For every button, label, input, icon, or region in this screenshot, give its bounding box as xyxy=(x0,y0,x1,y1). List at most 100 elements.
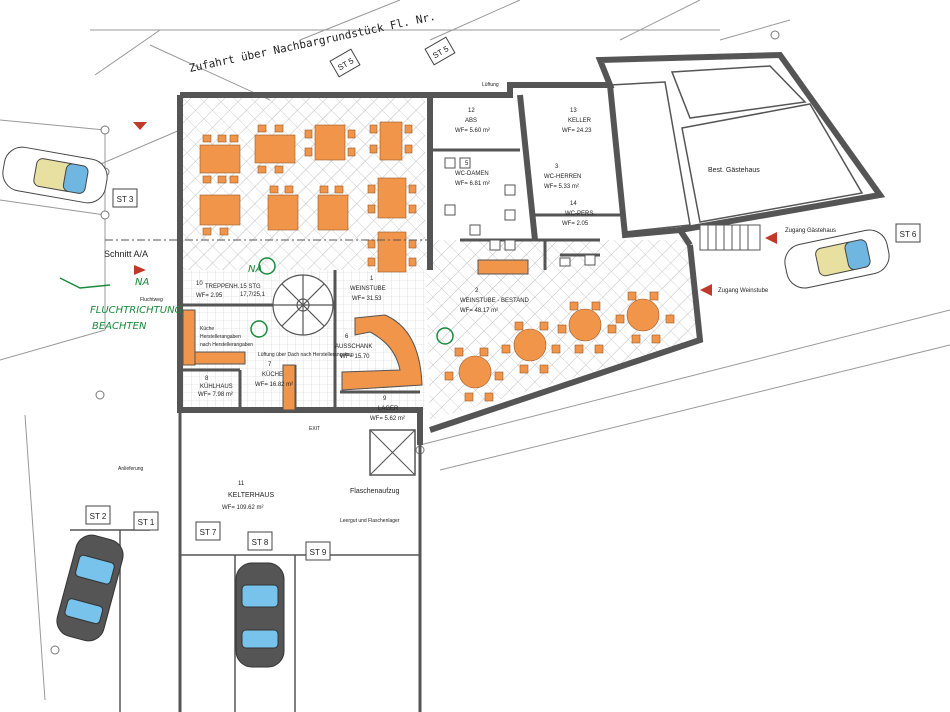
kitchen-note-3: nach Herstellerangaben xyxy=(200,342,253,348)
fluchtweg-label: Fluchtweg xyxy=(140,297,163,303)
stair-ratio: 17,7/25,1 xyxy=(240,292,266,298)
svg-text:3: 3 xyxy=(555,164,559,170)
anlieferung-label: Anlieferung xyxy=(118,466,144,472)
zugang-gaestehaus-label: Zugang Gästehaus xyxy=(785,228,836,234)
svg-text:KÜHLHAUS: KÜHLHAUS xyxy=(200,383,233,390)
car-right xyxy=(784,229,890,289)
svg-text:WF= 109.62 m²: WF= 109.62 m² xyxy=(222,505,264,511)
svg-text:12: 12 xyxy=(468,108,475,114)
svg-text:2: 2 xyxy=(475,288,479,294)
svg-text:ABS: ABS xyxy=(465,118,477,124)
fluchtrichtung-line1: FLUCHTRICHTUNG xyxy=(90,305,183,316)
svg-text:WF= 48.17 m²: WF= 48.17 m² xyxy=(460,308,498,314)
svg-text:WF= 5.33 m²: WF= 5.33 m² xyxy=(544,184,579,190)
svg-text:KELTERHAUS: KELTERHAUS xyxy=(228,492,274,499)
stair-steps: 15 STG xyxy=(240,284,261,290)
sanitary-fixtures xyxy=(444,157,596,267)
leergut-label: Leergut und Flaschenlager xyxy=(340,518,400,524)
na-mid: NA xyxy=(248,264,262,275)
svg-text:WF= 15.70: WF= 15.70 xyxy=(340,354,370,360)
svg-text:WC-DAMEN: WC-DAMEN xyxy=(455,171,489,177)
svg-text:10: 10 xyxy=(196,281,203,287)
svg-text:11: 11 xyxy=(238,481,245,487)
exit-markers xyxy=(59,257,454,345)
kelterhaus-outline xyxy=(178,410,422,712)
na-left: NA xyxy=(135,277,149,288)
schnitt-label: Schnitt A/A xyxy=(104,249,148,259)
parking-label: ST 7 xyxy=(200,528,217,537)
exit-label: EXIT xyxy=(309,426,320,432)
svg-text:5: 5 xyxy=(465,161,469,167)
car-top-left xyxy=(2,146,108,204)
parking-label: ST 6 xyxy=(900,230,917,239)
svg-text:14: 14 xyxy=(570,201,577,207)
best-gaestehaus xyxy=(609,65,864,233)
svg-text:WF= 24.23: WF= 24.23 xyxy=(562,128,592,134)
svg-text:WEINSTUBE - BESTAND: WEINSTUBE - BESTAND xyxy=(460,298,530,304)
svg-text:WF= 2.95: WF= 2.95 xyxy=(196,293,223,299)
svg-text:WF= 2.05: WF= 2.05 xyxy=(562,221,589,227)
parking-label: ST 3 xyxy=(117,195,134,204)
access-title: Zufahrt über Nachbargrundstück Fl. Nr. xyxy=(188,10,437,75)
svg-text:WF= 5.62 m²: WF= 5.62 m² xyxy=(370,416,405,422)
parking-label: ST 8 xyxy=(252,538,269,547)
parking-label: ST 9 xyxy=(310,548,327,557)
svg-text:LAGER: LAGER xyxy=(378,406,399,412)
car-bottom-mid xyxy=(235,562,285,668)
spiral-stair xyxy=(272,274,334,336)
room-wc-damen: 5WC-DAMEN WF= 6.81 m² xyxy=(455,161,490,187)
svg-text:9: 9 xyxy=(383,396,387,402)
parking-label: ST 1 xyxy=(138,518,155,527)
parking-labels: ST 3 ST 2 ST 1 ST 7 ST 8 ST 9 ST 5 ST 5 … xyxy=(85,36,921,561)
entrance-arrows xyxy=(133,122,777,296)
round-tables xyxy=(444,291,675,402)
svg-text:7: 7 xyxy=(268,362,272,368)
car-bottom-left xyxy=(56,534,124,642)
kueche-note: Lüftung über Dach nach Herstellerangaben xyxy=(258,352,354,358)
svg-text:WC-PERS.: WC-PERS. xyxy=(565,211,595,217)
fluchtrichtung-line2: BEACHTEN xyxy=(92,321,147,332)
kitchen-note-1: Küche xyxy=(200,326,214,332)
svg-text:WF= 16.82 m²: WF= 16.82 m² xyxy=(255,382,293,388)
svg-text:WF= 31.53: WF= 31.53 xyxy=(352,296,382,302)
zugang-weinstube-label: Zugang Weinstube xyxy=(718,288,769,294)
lueftung-label: Lüftung xyxy=(482,82,499,88)
svg-text:WEINSTUBE: WEINSTUBE xyxy=(350,286,386,292)
svg-text:TREPPENH.: TREPPENH. xyxy=(205,284,240,290)
flaschenaufzug-label: Flaschenaufzug xyxy=(350,488,400,495)
svg-text:8: 8 xyxy=(205,376,209,382)
best-gaestehaus-label: Best. Gästehaus xyxy=(708,167,760,174)
kitchen-counters xyxy=(182,259,529,411)
svg-text:KELLER: KELLER xyxy=(568,118,592,124)
svg-text:AUSSCHANK: AUSSCHANK xyxy=(335,344,372,350)
furniture-upper xyxy=(199,121,417,273)
svg-text:WF= 5.60 m²: WF= 5.60 m² xyxy=(455,128,490,134)
bar-counter xyxy=(341,314,423,391)
room-wc-herren: 3WC-HERREN WF= 5.33 m² xyxy=(544,164,581,190)
parking-label: ST 2 xyxy=(90,512,107,521)
svg-text:WF= 6.81 m²: WF= 6.81 m² xyxy=(455,181,490,187)
stairs-gaestehaus xyxy=(699,224,761,251)
svg-text:KÜCHE: KÜCHE xyxy=(262,371,283,378)
svg-text:WF= 7.98 m²: WF= 7.98 m² xyxy=(198,392,233,398)
svg-text:6: 6 xyxy=(345,334,349,340)
kitchen-note-2: Herstellerangaben xyxy=(200,334,241,340)
svg-text:13: 13 xyxy=(570,108,577,114)
svg-text:WC-HERREN: WC-HERREN xyxy=(544,174,581,180)
svg-text:1: 1 xyxy=(370,276,374,282)
